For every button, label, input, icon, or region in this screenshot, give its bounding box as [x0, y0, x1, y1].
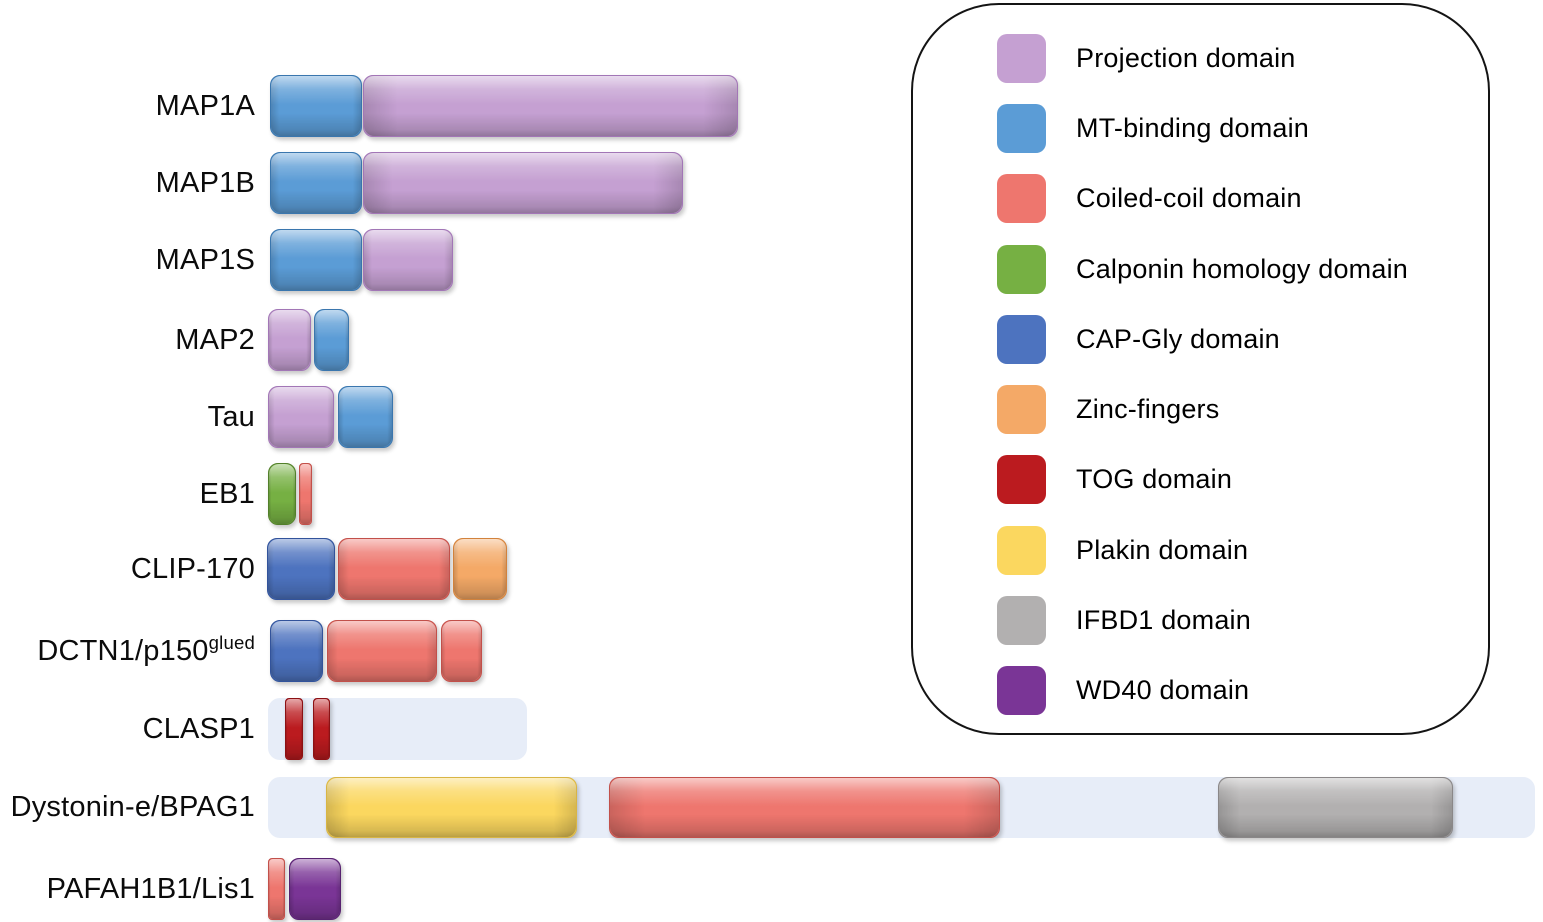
- protein-label: MAP1B: [155, 166, 255, 199]
- legend-item: MT-binding domain: [997, 93, 1488, 163]
- legend-label: Plakin domain: [1076, 534, 1249, 565]
- legend-item: Plakin domain: [997, 515, 1488, 585]
- protein-row: EB1: [0, 463, 1543, 525]
- legend-label: IFBD1 domain: [1076, 605, 1251, 636]
- legend-item: CAP-Gly domain: [997, 304, 1488, 374]
- domain-box-cap-gly: [270, 620, 323, 682]
- legend-item: TOG domain: [997, 445, 1488, 515]
- legend-label: Calponin homology domain: [1076, 253, 1409, 284]
- domain-box-zinc: [453, 538, 507, 600]
- domain-box-coiled-coil: [338, 538, 450, 600]
- legend-item: IFBD1 domain: [997, 585, 1488, 655]
- domain-box-coiled-coil: [299, 463, 312, 525]
- protein-row: MAP2: [0, 309, 1543, 371]
- domain-box-mt-binding: [270, 75, 362, 137]
- protein-row: CLASP1: [0, 698, 1543, 760]
- legend-item: Zinc-fingers: [997, 374, 1488, 444]
- protein-label: CLIP-170: [130, 552, 255, 585]
- legend-label: MT-binding domain: [1076, 112, 1310, 143]
- domain-box-projection: [363, 152, 683, 214]
- domain-box-coiled-coil: [609, 777, 1000, 838]
- legend-swatch-projection: [997, 33, 1046, 83]
- legend-label: TOG domain: [1076, 464, 1233, 495]
- protein-label: MAP2: [175, 323, 255, 356]
- protein-row: Dystonin-e/BPAG1: [0, 777, 1543, 838]
- domain-box-coiled-coil: [268, 858, 285, 920]
- domain-box-coiled-coil: [327, 620, 437, 682]
- domain-box-ifbd1: [1218, 777, 1453, 838]
- protein-label: Tau: [207, 400, 255, 433]
- protein-row: CLIP-170: [0, 538, 1543, 600]
- domain-box-mt-binding: [338, 386, 393, 448]
- legend-item: Coiled-coil domain: [997, 164, 1488, 234]
- domain-box-plakin: [326, 777, 577, 838]
- domain-box-projection: [363, 75, 738, 137]
- domain-box-tog: [313, 698, 330, 760]
- legend-swatch-mt-binding: [997, 103, 1046, 153]
- protein-row: MAP1S: [0, 229, 1543, 291]
- legend-label: WD40 domain: [1076, 675, 1250, 706]
- domain-box-wd40: [289, 858, 341, 920]
- legend-swatch-zinc: [997, 385, 1046, 435]
- legend-label: CAP-Gly domain: [1076, 323, 1280, 354]
- legend-swatch-ifbd1: [997, 596, 1046, 646]
- domain-box-mt-binding: [314, 309, 349, 371]
- protein-row: MAP1A: [0, 75, 1543, 137]
- legend-label: Zinc-fingers: [1076, 394, 1220, 425]
- protein-label: CLASP1: [142, 712, 255, 745]
- domain-box-cap-gly: [267, 538, 335, 600]
- legend-item: Calponin homology domain: [997, 234, 1488, 304]
- legend-swatch-wd40: [997, 666, 1046, 716]
- protein-row: Tau: [0, 386, 1543, 448]
- domain-box-mt-binding: [270, 229, 362, 291]
- legend-label: Coiled-coil domain: [1076, 183, 1302, 214]
- legend-swatch-cap-gly: [997, 314, 1046, 364]
- domain-box-projection: [363, 229, 453, 291]
- protein-row: MAP1B: [0, 152, 1543, 214]
- protein-label: MAP1A: [155, 89, 255, 122]
- domain-box-coiled-coil: [441, 620, 482, 682]
- domain-box-mt-binding: [270, 152, 362, 214]
- protein-label: EB1: [199, 477, 255, 510]
- legend-item: Projection domain: [997, 23, 1488, 93]
- protein-backbone-track: [268, 698, 527, 760]
- legend-swatch-calponin: [997, 244, 1046, 294]
- protein-row: PAFAH1B1/Lis1: [0, 858, 1543, 920]
- domain-box-projection: [268, 386, 334, 448]
- domain-box-tog: [285, 698, 303, 760]
- protein-label: PAFAH1B1/Lis1: [46, 872, 255, 905]
- domain-box-calponin: [268, 463, 296, 525]
- legend-swatch-plakin: [997, 525, 1046, 575]
- protein-label: Dystonin-e/BPAG1: [10, 791, 255, 823]
- legend-item: WD40 domain: [997, 656, 1488, 726]
- protein-label: MAP1S: [155, 243, 255, 276]
- legend-swatch-tog: [997, 455, 1046, 505]
- legend-label: Projection domain: [1076, 42, 1296, 73]
- legend-swatch-coiled-coil: [997, 174, 1046, 224]
- domain-box-projection: [268, 309, 311, 371]
